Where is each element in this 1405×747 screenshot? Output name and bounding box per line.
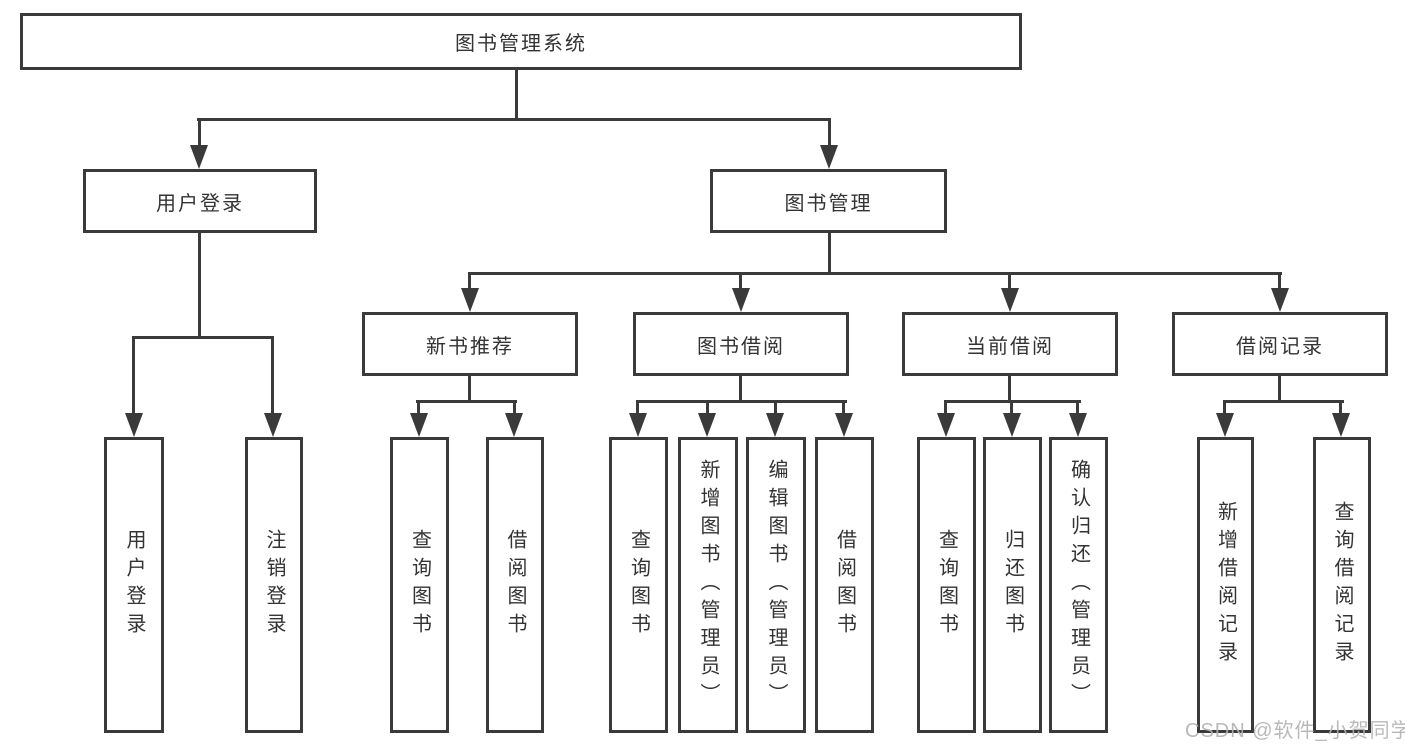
connector-arrowhead [698,413,716,437]
node-borrow-record: 借阅记录 [1172,312,1388,376]
connector-arrowhead [461,288,479,312]
node-book-management-label: 图书管理 [784,192,873,215]
connector-line [197,118,831,121]
connector-line [828,121,831,147]
leaf-query-borrow-record: 查询借阅记录 [1313,437,1371,733]
connector-line [636,403,639,413]
connector-arrowhead [190,145,208,169]
connector-arrowhead [629,413,647,437]
node-book-borrow: 图书借阅 [633,312,849,376]
leaf-borrow-book-recommend-label: 借阅图书 [504,529,526,641]
leaf-add-borrow-record: 新增借阅记录 [1197,437,1254,733]
connector-line [1223,400,1344,403]
connector-line [416,400,517,403]
connector-arrowhead [820,145,838,169]
leaf-borrow-book-recommend: 借阅图书 [486,437,544,733]
node-new-book-recommend: 新书推荐 [362,312,578,376]
connector-arrowhead [1001,288,1019,312]
connector-line [944,403,947,413]
leaf-query-book-borrow-label: 查询图书 [627,529,650,641]
connector-line [515,70,518,120]
node-root: 图书管理系统 [20,13,1022,70]
connector-line [828,233,831,274]
connector-arrowhead [1332,413,1350,437]
connector-arrowhead [937,413,955,437]
connector-arrowhead [1271,288,1289,312]
connector-line [198,121,201,147]
connector-line [198,233,201,338]
connector-line [1278,275,1281,290]
connector-line [706,403,709,413]
leaf-query-book-recommend-label: 查询图书 [408,529,431,641]
connector-arrowhead [125,413,143,437]
connector-arrowhead [732,288,750,312]
leaf-confirm-return-admin: 确认归还（管理员） [1049,437,1108,733]
connector-arrowhead [1216,413,1234,437]
node-user-login: 用户登录 [83,169,317,233]
connector-arrowhead [264,413,282,437]
leaf-borrow-book-borrow-label: 借阅图书 [833,529,856,641]
leaf-borrow-book-borrow: 借阅图书 [815,437,874,733]
connector-line [468,275,471,290]
leaf-query-borrow-record-label: 查询借阅记录 [1331,501,1353,669]
connector-line [1008,275,1011,290]
connector-line [1010,403,1013,413]
leaf-query-book-current-label: 查询图书 [935,529,958,641]
connector-arrowhead [1003,413,1021,437]
node-book-management: 图书管理 [710,169,947,233]
connector-arrowhead [505,413,523,437]
connector-arrowhead [835,413,853,437]
node-current-borrow-label: 当前借阅 [966,335,1054,358]
connector-arrowhead [1069,413,1087,437]
leaf-return-book-label: 归还图书 [1001,529,1024,641]
node-current-borrow: 当前借阅 [902,312,1118,376]
node-root-label: 图书管理系统 [455,33,587,55]
node-new-book-recommend-label: 新书推荐 [426,335,514,358]
leaf-user-login-label: 用户登录 [123,529,145,641]
connector-line [132,336,274,339]
connector-line [271,339,274,413]
csdn-watermark: CSDN @软件_小贺同学 [1185,720,1405,742]
connector-line [513,403,516,413]
leaf-query-book-borrow: 查询图书 [609,437,668,733]
connector-line [1278,376,1281,403]
connector-line [1008,376,1011,403]
leaf-user-login: 用户登录 [104,437,164,733]
leaf-query-book-current: 查询图书 [917,437,976,733]
connector-line [842,403,845,413]
connector-line [468,272,1282,275]
node-book-borrow-label: 图书借阅 [697,335,785,358]
connector-line [132,339,135,413]
node-user-login-label: 用户登录 [156,192,244,215]
node-borrow-record-label: 借阅记录 [1236,335,1324,358]
leaf-add-book-admin-label: 新增图书（管理员） [697,459,719,711]
leaf-logout-label: 注销登录 [263,529,285,641]
connector-line [468,376,471,403]
leaf-query-book-recommend: 查询图书 [390,437,449,733]
connector-arrowhead [766,413,784,437]
leaf-add-book-admin: 新增图书（管理员） [678,437,738,733]
leaf-logout: 注销登录 [245,437,303,733]
connector-line [1339,403,1342,413]
connector-line [944,400,1081,403]
leaf-edit-book-admin: 编辑图书（管理员） [746,437,806,733]
connector-line [739,275,742,290]
connector-line [1076,403,1079,413]
connector-line [636,400,847,403]
leaf-confirm-return-admin-label: 确认归还（管理员） [1067,459,1090,711]
connector-line [739,376,742,403]
connector-line [1223,403,1226,413]
leaf-return-book: 归还图书 [983,437,1042,733]
connector-arrowhead [410,413,428,437]
leaf-add-borrow-record-label: 新增借阅记录 [1214,501,1237,669]
connector-line [774,403,777,413]
leaf-edit-book-admin-label: 编辑图书（管理员） [765,459,787,711]
connector-line [417,403,420,413]
